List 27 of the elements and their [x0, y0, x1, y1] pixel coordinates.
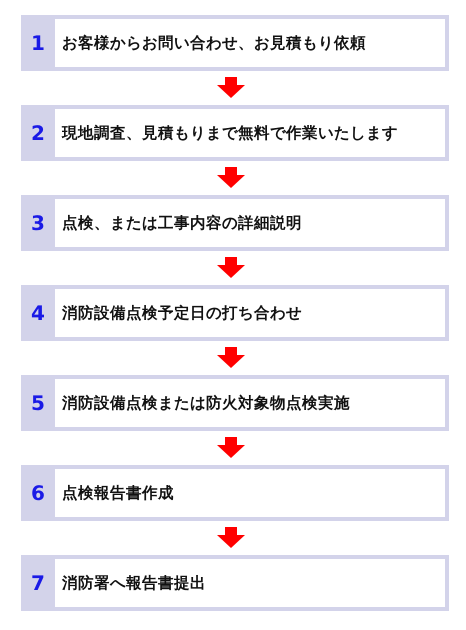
step-box	[21, 105, 449, 161]
step-box	[21, 555, 449, 611]
arrow	[217, 527, 245, 548]
step-number: 1	[30, 30, 46, 57]
step-label: お客様からお問い合わせ、お見積もり依頼	[55, 19, 445, 67]
step-label: 点検報告書作成	[55, 469, 445, 517]
step-label: 消防設備点検または防火対象物点検実施	[55, 379, 445, 427]
step-number: 3	[30, 210, 46, 237]
arrow	[217, 437, 245, 458]
step-label: 現地調査、見積もりまで無料で作業いたします	[55, 109, 445, 157]
step-number: 6	[30, 480, 46, 507]
step-label: 消防署へ報告書提出	[55, 559, 445, 607]
step-box	[21, 375, 449, 431]
step-number: 2	[30, 120, 46, 147]
step-label: 点検、または工事内容の詳細説明	[55, 199, 445, 247]
step-number: 7	[30, 570, 46, 597]
step-label: 消防設備点検予定日の打ち合わせ	[55, 289, 445, 337]
step-box	[21, 465, 449, 521]
arrow	[217, 167, 245, 188]
step-number: 5	[30, 390, 46, 417]
step-number: 4	[30, 300, 46, 327]
arrow	[217, 77, 245, 98]
step-box	[21, 285, 449, 341]
step-box	[21, 195, 449, 251]
step-box	[21, 15, 449, 71]
arrow	[217, 257, 245, 278]
arrow	[217, 347, 245, 368]
